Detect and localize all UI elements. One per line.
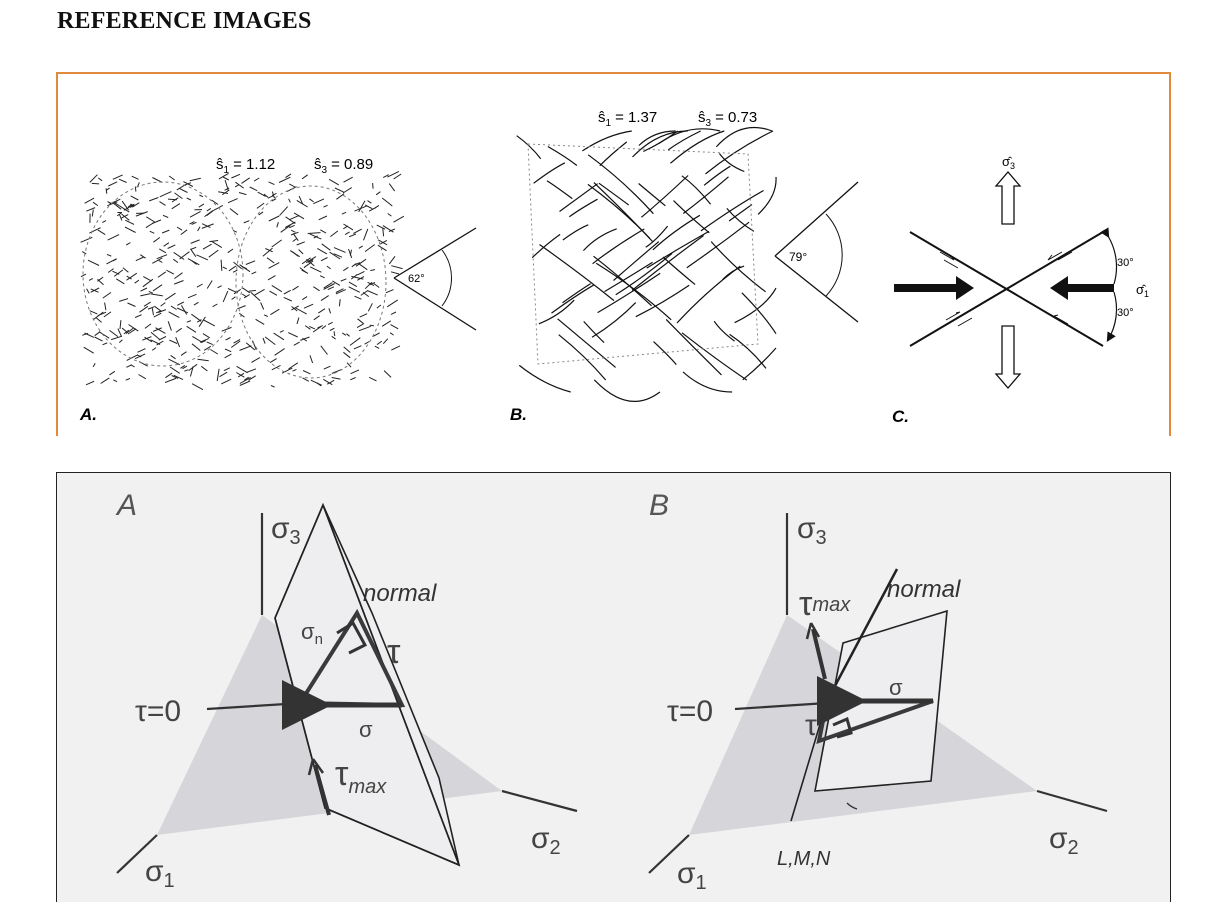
label-a-s1: ŝ1= 1.12	[216, 156, 275, 176]
panel-c-letter: C.	[892, 407, 909, 426]
octant-a	[117, 505, 577, 873]
bottom-figure-panel: A σ3 σ2 σ1 normal σn τ τ=0 σ τmax	[56, 472, 1171, 902]
fracture-trace	[135, 187, 136, 192]
svg-text:σ̂1: σ̂1	[1136, 282, 1149, 299]
label-a-sigma: σ	[359, 717, 373, 742]
solid-arrow-left	[1050, 276, 1114, 300]
label-a-sigma3: σ3	[271, 512, 301, 549]
hollow-arrow-up	[996, 172, 1020, 224]
label-a-sigma2: σ2	[531, 822, 561, 859]
label-c-sigma3: σ̂3	[1002, 154, 1015, 171]
label-b-sigma: σ	[889, 675, 903, 700]
label-a-tau-zero: τ=0	[135, 695, 181, 728]
fracture-trace	[168, 199, 177, 200]
label-a-sigma1: σ1	[145, 855, 175, 892]
label-b-tau-max: τmax	[799, 585, 851, 623]
label-b-lmn: L,M,N	[777, 848, 831, 870]
label-b-sigma2: σ2	[1049, 822, 1079, 859]
texture-b	[508, 127, 778, 401]
svg-text:σ2: σ2	[531, 822, 561, 859]
svg-text:ŝ1= 1.37: ŝ1= 1.37	[598, 109, 657, 129]
label-b-tau-zero: τ=0	[667, 695, 713, 728]
svg-text:σ1: σ1	[677, 857, 707, 894]
solid-arrow-right	[894, 276, 974, 300]
panel-b-letter: B.	[510, 405, 527, 424]
angle-b-label: 79°	[789, 250, 807, 264]
fracture-trace	[221, 260, 222, 271]
svg-text:σ3: σ3	[797, 512, 827, 549]
top-figure-svg: ŝ1= 1.12 ŝ3= 0.89 62° A. ŝ1= 1.37 ŝ3= 0.…	[58, 74, 1173, 438]
label-b-sigma1: σ1	[677, 857, 707, 894]
svg-text:σ2: σ2	[1049, 822, 1079, 859]
label-a-s3: ŝ3= 0.89	[314, 156, 373, 176]
fracture-trace	[92, 183, 99, 184]
fracture-trace	[373, 183, 374, 189]
label-c-sigma1: σ̂1	[1136, 282, 1149, 299]
top-figure-panel: ŝ1= 1.12 ŝ3= 0.89 62° A. ŝ1= 1.37 ŝ3= 0.…	[56, 72, 1171, 436]
svg-text:σ1: σ1	[145, 855, 175, 892]
panel-b-letter-bottom: B	[649, 489, 669, 522]
hollow-arrow-down	[996, 326, 1020, 388]
octant-b	[649, 513, 1107, 873]
angle-c-lower: 30°	[1117, 307, 1134, 319]
svg-text:ŝ1= 1.12: ŝ1= 1.12	[216, 156, 275, 176]
angle-c-upper: 30°	[1117, 257, 1134, 269]
label-b-s1: ŝ1= 1.37	[598, 109, 657, 129]
label-a-normal: normal	[363, 580, 437, 607]
svg-text:σ̂3: σ̂3	[1002, 154, 1015, 171]
svg-text:τmax: τmax	[799, 585, 851, 623]
stress-diagram-c	[894, 172, 1117, 388]
label-b-normal: normal	[887, 576, 961, 603]
panel-a-letter-bottom: A	[115, 489, 137, 522]
svg-text:σ3: σ3	[271, 512, 301, 549]
label-b-tau: τ	[805, 709, 817, 742]
page-heading: REFERENCE IMAGES	[57, 8, 312, 35]
svg-text:ŝ3= 0.73: ŝ3= 0.73	[698, 109, 757, 129]
bottom-figure-svg: A σ3 σ2 σ1 normal σn τ τ=0 σ τmax	[57, 473, 1172, 903]
texture-a	[78, 171, 404, 389]
fracture-trace	[106, 188, 107, 193]
panel-a-letter: A.	[79, 405, 97, 424]
label-b-s3: ŝ3= 0.73	[698, 109, 757, 129]
fracture-trace	[370, 325, 374, 326]
label-b-sigma3: σ3	[797, 512, 827, 549]
angle-a-wedge: 62°	[394, 228, 476, 330]
angle-b-wedge: 79°	[775, 182, 858, 322]
label-a-tau: τ	[387, 633, 401, 671]
angle-a-label: 62°	[408, 273, 425, 285]
svg-text:ŝ3= 0.89: ŝ3= 0.89	[314, 156, 373, 176]
